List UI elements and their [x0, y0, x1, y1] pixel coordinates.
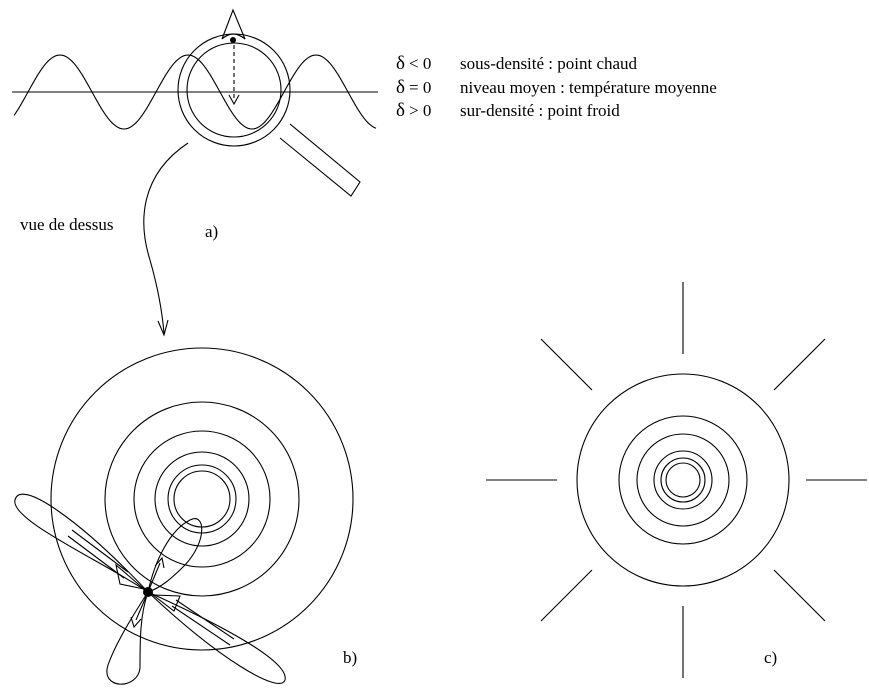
lobe	[148, 592, 285, 683]
radial-line	[774, 339, 825, 390]
panel-a: a)	[12, 10, 378, 241]
radial-line	[774, 570, 825, 621]
legend-symbol: δ	[396, 53, 405, 74]
legend-description: niveau moyen : température moyenne	[460, 78, 717, 97]
contour-circle	[619, 416, 747, 544]
panel-label-c: c)	[764, 648, 777, 667]
top-view-arrow	[144, 143, 188, 333]
contour-circle	[51, 348, 353, 650]
panel-label-b: b)	[343, 648, 357, 667]
legend-relation: < 0	[409, 54, 431, 73]
panel-label-a: a)	[205, 222, 218, 241]
magnifier-handle	[280, 124, 360, 196]
legend: δ < 0 sous-densité : point chaud δ = 0 n…	[396, 53, 717, 121]
arrow-shaft	[68, 530, 128, 578]
arrow-head	[116, 565, 144, 589]
contour-circle	[134, 431, 270, 567]
radial-line	[541, 570, 592, 621]
lobe	[15, 494, 148, 592]
top-view-label: vue de dessus	[20, 215, 113, 234]
eye-icon	[222, 10, 245, 43]
arrow-head	[131, 617, 141, 627]
panel-c: c)	[486, 282, 867, 678]
panel-b: b)	[15, 348, 357, 684]
contour-circle	[168, 465, 236, 533]
legend-description: sur-densité : point froid	[460, 101, 620, 120]
legend-relation: = 0	[409, 78, 431, 97]
contour-circle	[654, 451, 712, 509]
legend-row: δ < 0 sous-densité : point chaud	[396, 53, 638, 74]
lobe	[148, 519, 202, 592]
contour-circle	[174, 471, 230, 527]
legend-row: δ = 0 niveau moyen : température moyenne	[396, 77, 717, 98]
contour-circle	[666, 463, 700, 497]
contour-circle	[637, 434, 729, 526]
observer-point	[143, 587, 153, 597]
legend-symbol: δ	[396, 77, 405, 98]
contour-circle	[577, 374, 789, 586]
legend-relation: > 0	[409, 101, 431, 120]
top-view-connector: vue de dessus	[20, 143, 188, 335]
legend-description: sous-densité : point chaud	[460, 54, 638, 73]
legend-symbol: δ	[396, 100, 405, 121]
magnifier	[178, 34, 360, 196]
radial-line	[541, 339, 592, 390]
contour-circle	[661, 458, 705, 502]
legend-row: δ > 0 sur-densité : point froid	[396, 100, 620, 121]
